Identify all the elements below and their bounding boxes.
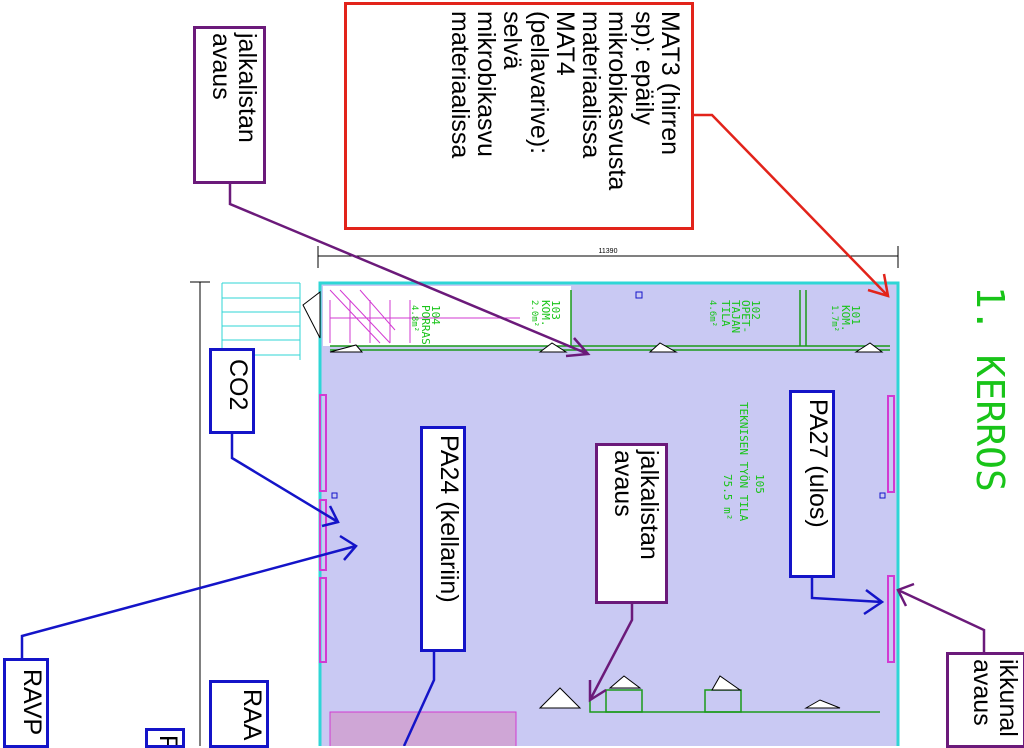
ravp-callout: RAVP bbox=[3, 658, 49, 748]
jalkalista-2-line-1: jalkalistan bbox=[635, 450, 663, 560]
ikkuna-line-1: ikkunal bbox=[994, 659, 1022, 737]
floor-title: 1. KERROS bbox=[968, 286, 1012, 492]
room-104-area: 4.8m² bbox=[409, 305, 419, 332]
room-104-name: PORRAS bbox=[419, 305, 432, 345]
f-callout: F bbox=[145, 728, 185, 748]
jalkalista-callout-2: jalkalistan avaus bbox=[595, 443, 668, 604]
room-102-name-1: OPET- bbox=[739, 300, 752, 333]
jalkalista-1-line-1: jalkalistan bbox=[233, 33, 261, 143]
room-102-name-3: TILA bbox=[719, 300, 732, 327]
doors bbox=[302, 290, 884, 709]
room-101-type: KOM. bbox=[839, 305, 852, 332]
mat-line-5: MAT4 bbox=[551, 11, 579, 76]
ikkuna-callout: ikkunal avaus bbox=[946, 652, 1024, 748]
ravp-label: RAVP bbox=[18, 669, 46, 736]
co2-callout: CO2 bbox=[209, 348, 255, 434]
indoor-stairs bbox=[329, 289, 520, 344]
jalkalista2-leader bbox=[588, 602, 634, 703]
mat-line-9: materiaalissa bbox=[446, 11, 474, 159]
co2-leader bbox=[230, 432, 340, 528]
dimension-line bbox=[190, 246, 899, 746]
raa-label: RAA bbox=[238, 689, 266, 741]
room-103-type: KOM. bbox=[539, 300, 552, 327]
mat-line-7: selvä bbox=[498, 11, 527, 70]
mat-line-8: mikrobikasvu bbox=[472, 11, 501, 157]
pa24-callout: PA24 (kellariin) bbox=[420, 426, 466, 652]
mat-callout: MAT3 (hirren sp): epäily mikrobikasvusta… bbox=[344, 2, 694, 230]
pa27-leader bbox=[810, 576, 885, 616]
mat-leader bbox=[693, 113, 890, 298]
jalkalista-1-line-2: avaus bbox=[206, 33, 235, 100]
co2-label: CO2 bbox=[224, 359, 252, 411]
lower-left-room bbox=[329, 711, 517, 746]
mat-line-3: mikrobikasvusta bbox=[603, 11, 632, 191]
leader-lines bbox=[20, 113, 986, 746]
ikkuna-line-2: avaus bbox=[967, 659, 996, 726]
f-label: F bbox=[154, 735, 182, 748]
room-labels: 101 KOM. 1.7m² 102 OPET- TAJAN TILA 4.6m… bbox=[409, 300, 862, 522]
outlet-markers bbox=[331, 291, 886, 499]
ravp-leader bbox=[20, 534, 358, 660]
room-101-label: 101 bbox=[849, 305, 862, 325]
jalkalista-callout-1: jalkalistan avaus bbox=[193, 26, 266, 184]
mat-line-1: MAT3 (hirren bbox=[656, 11, 684, 156]
pa27-label: PA27 (ulos) bbox=[804, 399, 832, 528]
room-101-area: 1.7m² bbox=[829, 305, 839, 332]
raa-callout: RAA bbox=[209, 680, 269, 748]
pa24-label: PA24 (kellariin) bbox=[435, 435, 463, 603]
room-104-label: 104 bbox=[429, 305, 442, 325]
room-105-area: 75.5 m² bbox=[721, 474, 734, 520]
pa24-leader bbox=[402, 650, 436, 746]
jalkalista-2-line-2: avaus bbox=[608, 450, 637, 517]
dimension-label: 11390 bbox=[599, 248, 618, 255]
jalkalista1-leader bbox=[228, 182, 591, 358]
windows bbox=[319, 394, 895, 663]
room-102-name-2: TAJAN bbox=[729, 300, 742, 333]
room-105-label: 105 bbox=[753, 474, 766, 494]
room-102-label: 102 bbox=[749, 300, 762, 320]
mat-line-6: (pellavarive): bbox=[524, 11, 553, 155]
mat-line-2: sp): epäily bbox=[629, 11, 658, 125]
ikkuna-leader bbox=[896, 582, 986, 655]
mat-line-4: materiaalissa bbox=[577, 11, 606, 159]
room-103-label: 103 bbox=[549, 300, 562, 320]
outdoor-stairs bbox=[221, 282, 301, 360]
room-103-area: 2.0m² bbox=[529, 300, 539, 327]
room-105-name: TEKNISEN TYÖN TILA bbox=[737, 402, 750, 522]
room-102-area: 4.6m² bbox=[707, 300, 717, 327]
pa27-callout: PA27 (ulos) bbox=[789, 390, 835, 578]
